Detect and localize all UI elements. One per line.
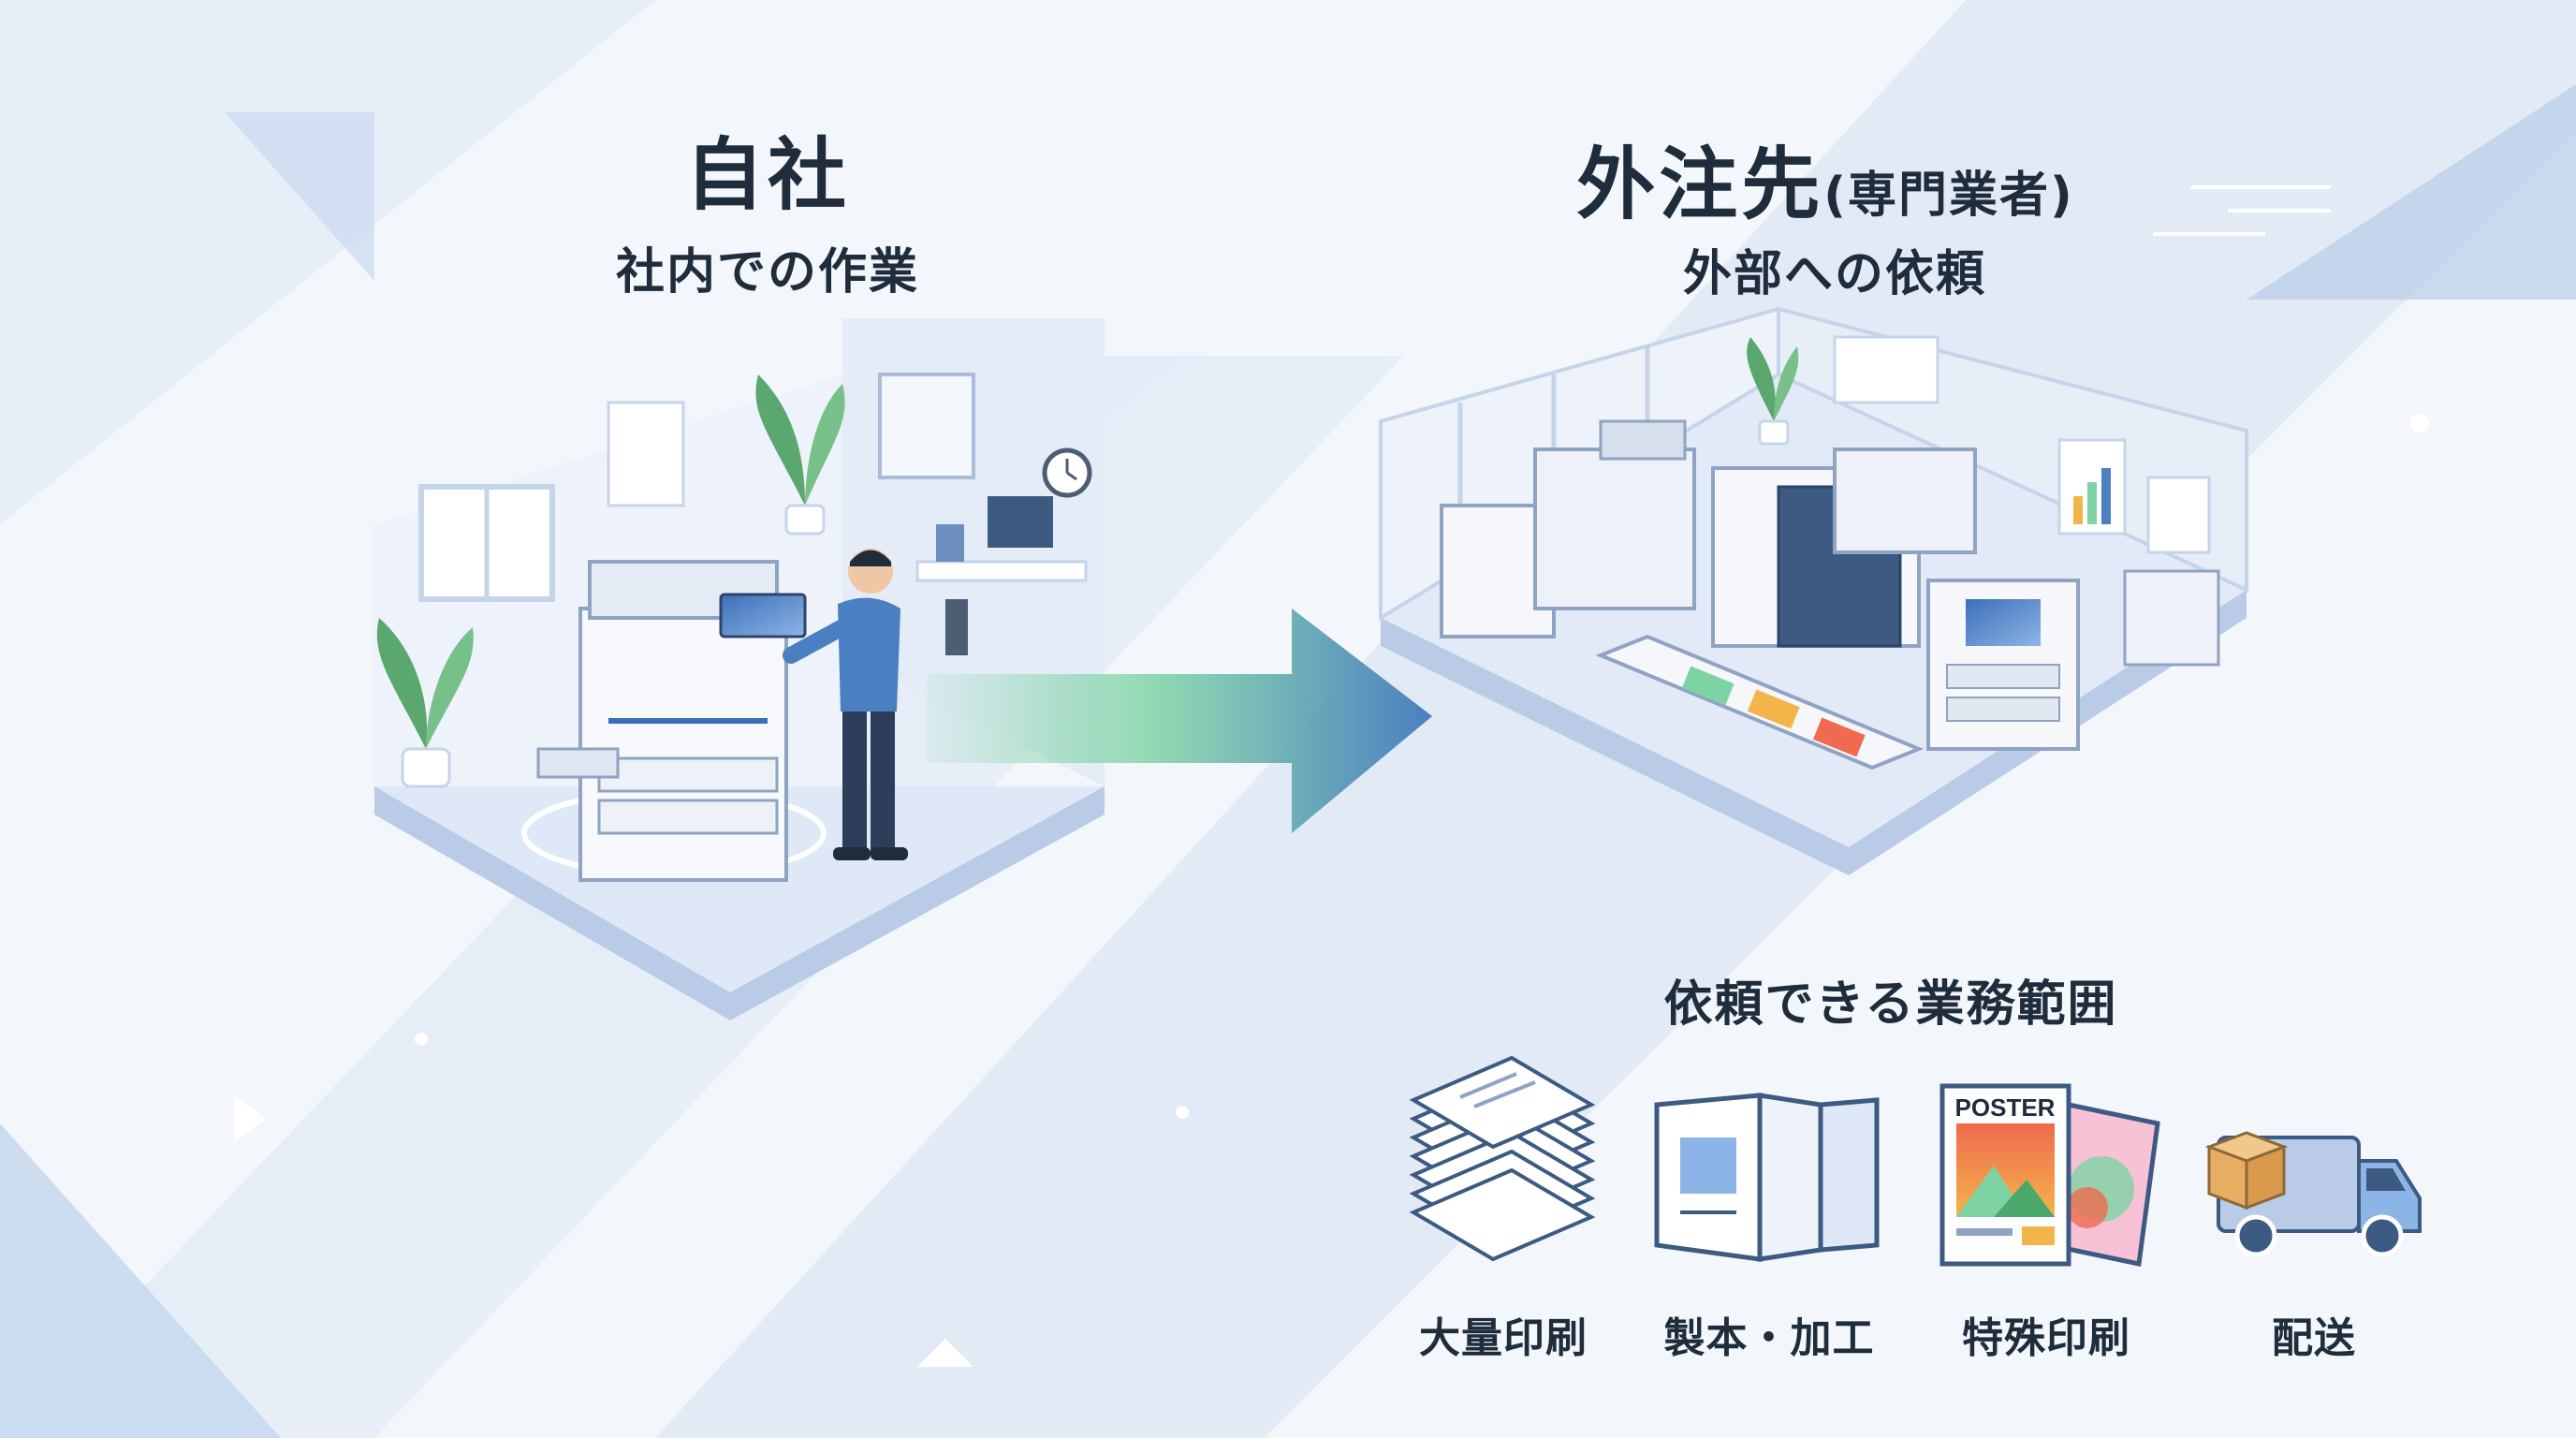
outsource-title-main: 外注先 — [1576, 139, 1824, 230]
in-house-subtitle: 社内での作業 — [615, 244, 919, 301]
bulletin-board — [878, 373, 975, 479]
shop-plant-icon — [1747, 337, 1776, 421]
service-label-delivery: 配送 — [2272, 1314, 2356, 1362]
delivery-truck-icon — [2204, 1131, 2422, 1257]
office-chair — [945, 599, 968, 655]
poster-icon: POSTER — [1939, 1083, 2160, 1268]
outsource-subtitle: 外部への依頼 — [1682, 246, 1986, 302]
wall-notice — [607, 401, 685, 507]
office-copier — [578, 607, 788, 882]
storage-cabinet — [2123, 569, 2220, 667]
desk-monitor — [988, 496, 1053, 548]
copier-touchscreen — [719, 593, 807, 638]
outsource-title-paren: (専門業者) — [1823, 168, 2074, 224]
print-shop-room — [1379, 306, 2248, 875]
potted-plant-icon — [755, 374, 805, 506]
outsource-title: 外注先(専門業者) — [1498, 122, 2153, 235]
paper-stack-icon — [1409, 1055, 1596, 1262]
service-label-special-printing: 特殊印刷 — [1962, 1314, 2130, 1362]
wall-poster — [1833, 335, 1939, 404]
floor-plant-icon — [376, 618, 428, 749]
production-printer — [1533, 448, 1696, 610]
services-heading: 依頼できる業務範囲 — [1663, 976, 2118, 1033]
service-label-binding: 製本・加工 — [1663, 1314, 1875, 1362]
direction-arrow-icon — [927, 609, 1432, 833]
in-house-office-room — [374, 318, 1105, 1020]
poster-title-text: POSTER — [1955, 1093, 2056, 1122]
in-house-title: 自社 — [684, 129, 850, 221]
booklet-icon — [1654, 1093, 1880, 1262]
service-label-bulk-printing: 大量印刷 — [1419, 1314, 1588, 1362]
